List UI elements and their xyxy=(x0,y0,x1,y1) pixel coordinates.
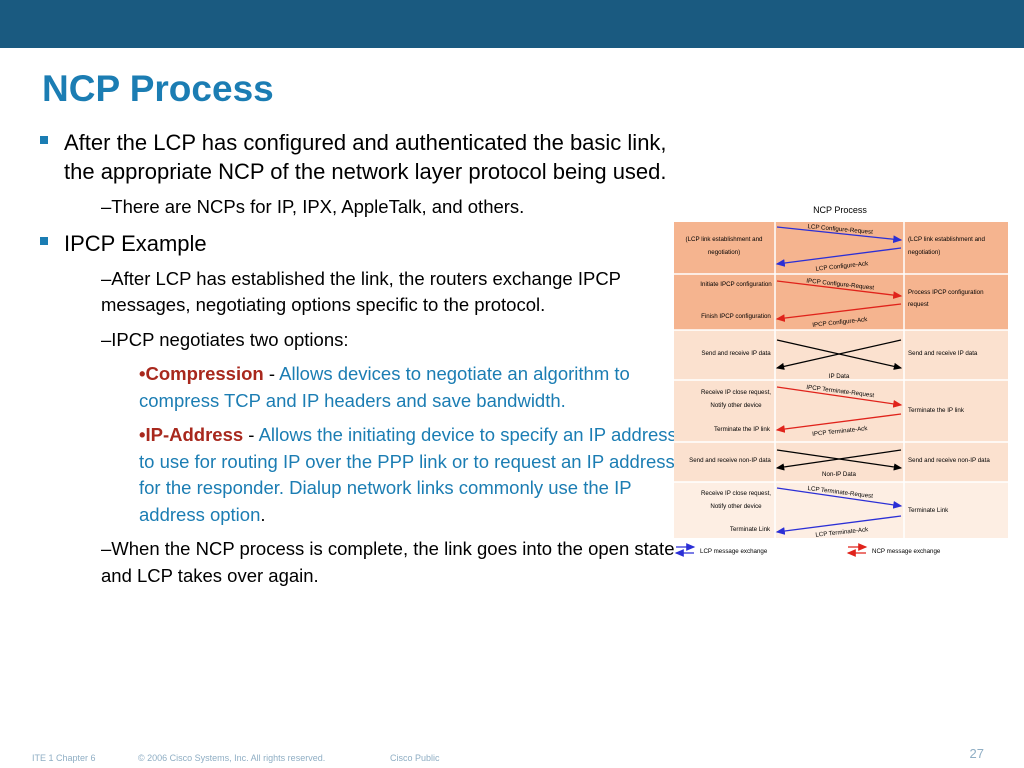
arrow-lcp-configure-ack xyxy=(775,247,902,267)
option-ip-address: •IP-Address - Allows the initiating devi… xyxy=(40,422,680,528)
arrow-ipcp-terminate-request xyxy=(776,386,903,408)
label-lcp-negotiation-left: (LCP link establishment and xyxy=(686,236,763,243)
msg-non-ip-data: Non-IP Data xyxy=(822,471,856,478)
footer-classification: Cisco Public xyxy=(390,753,440,763)
label-terminate-link-right: Terminate Link xyxy=(908,507,949,514)
bullet-square-icon xyxy=(40,136,48,144)
label-receive-close-request: Receive IP close request, xyxy=(701,490,771,497)
label-process-ipcp: request xyxy=(908,301,929,308)
ncp-process-diagram: NCP Process (LCP link establishment and … xyxy=(672,198,1012,563)
label-initiate-ipcp: Initiate IPCP configuration xyxy=(700,281,772,288)
label-terminate-ip-link-left: Terminate the IP link xyxy=(714,426,771,433)
option-description: Allows the initiating device to specify … xyxy=(139,424,677,525)
label-terminate-link-left: Terminate Link xyxy=(730,526,771,533)
arrow-lcp-terminate-request xyxy=(776,487,903,509)
option-description: Allows devices to negotiate an algorithm… xyxy=(139,363,630,411)
msg-ip-data: IP Data xyxy=(829,373,850,380)
band-lcp-terminate xyxy=(674,482,1008,538)
band-ipcp-terminate xyxy=(674,380,1008,442)
label-lcp-negotiation-right: (LCP link establishment and xyxy=(908,236,985,243)
option-term: IP-Address xyxy=(145,424,244,445)
label-send-receive-ip-right: Send and receive IP data xyxy=(908,350,978,357)
slide-title: NCP Process xyxy=(42,68,274,109)
option-term: Compression xyxy=(145,363,264,384)
label-process-ipcp: Process IPCP configuration xyxy=(908,289,984,296)
option-bullet: • xyxy=(139,424,146,445)
option-separator: - xyxy=(263,363,280,384)
slide-body: After the LCP has configured and authent… xyxy=(40,128,680,597)
arrow-ipcp-configure-request xyxy=(776,280,903,299)
arrow-lcp-terminate-ack xyxy=(775,515,902,535)
ncp-diagram-svg: NCP Process (LCP link establishment and … xyxy=(674,205,1008,557)
band-non-ip-data xyxy=(674,442,1008,482)
label-terminate-ip-link-right: Terminate the IP link xyxy=(908,407,965,414)
legend-ncp-label: NCP message exchange xyxy=(872,548,941,555)
label-send-receive-non-ip-right: Send and receive non-IP data xyxy=(908,457,990,464)
footer-course: ITE 1 Chapter 6 xyxy=(32,753,96,763)
option-compression: •Compression - Allows devices to negotia… xyxy=(40,361,680,414)
legend-ncp: NCP message exchange xyxy=(846,543,941,557)
band-ipcp-config xyxy=(674,274,1008,330)
bullet-text: After the LCP has configured and authent… xyxy=(64,130,667,184)
label-lcp-negotiation-left: negotiation) xyxy=(708,249,740,256)
footer-copyright: © 2006 Cisco Systems, Inc. All rights re… xyxy=(138,753,326,763)
sub-bullet-ncp-complete: –When the NCP process is complete, the l… xyxy=(101,538,675,586)
arrow-ip-data-return xyxy=(775,339,902,370)
label-lcp-negotiation-right: negotiation) xyxy=(908,249,940,256)
bullet-ncp-overview: After the LCP has configured and authent… xyxy=(40,128,680,186)
option-bullet: • xyxy=(139,363,146,384)
top-banner xyxy=(0,0,1024,48)
sub-bullet-ipcp-exchange: –After LCP has established the link, the… xyxy=(101,267,621,316)
legend-lcp-label: LCP message exchange xyxy=(700,548,768,555)
label-send-receive-non-ip-left: Send and receive non-IP data xyxy=(689,457,771,464)
diagram-title: NCP Process xyxy=(813,205,867,215)
sub-bullet-ncp-types: –There are NCPs for IP, IPX, AppleTalk, … xyxy=(101,196,525,217)
legend-lcp: LCP message exchange xyxy=(674,543,768,557)
bullet-ipcp-example: IPCP Example xyxy=(40,229,680,258)
band-lcp-establish xyxy=(674,222,1008,274)
page-number: 27 xyxy=(969,746,984,761)
label-finish-ipcp: Finish IPCP configuration xyxy=(701,313,771,320)
arrow-ipcp-terminate-ack xyxy=(775,413,902,433)
label-notify-other-device: Notify other device xyxy=(710,402,762,409)
label-send-receive-ip-left: Send and receive IP data xyxy=(701,350,771,357)
option-period: . xyxy=(260,503,266,525)
option-separator: - xyxy=(243,424,259,445)
bullet-text: IPCP Example xyxy=(64,230,207,256)
bullet-square-icon xyxy=(40,236,48,245)
arrow-lcp-configure-request xyxy=(776,226,903,244)
arrow-non-ip-data-return xyxy=(775,449,902,471)
sub-bullet-ipcp-options: –IPCP negotiates two options: xyxy=(101,328,349,350)
label-notify-other-device: Notify other device xyxy=(710,503,762,510)
label-receive-close-request: Receive IP close request, xyxy=(701,389,771,396)
arrow-ipcp-configure-ack xyxy=(775,303,902,322)
